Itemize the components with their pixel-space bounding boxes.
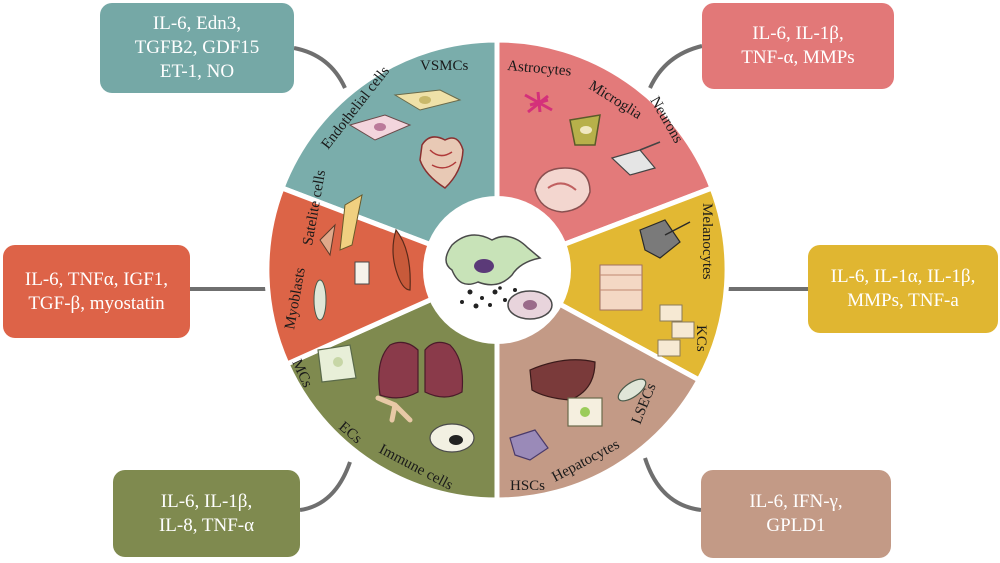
connector-lung [299,461,352,512]
melanocyte-icon [639,219,691,259]
factor-line: ET-1, NO [159,60,235,82]
connector-cardio [293,46,347,89]
factor-box-muscle: IL-6, TNFα, IGF1, TGF-β, myostatin [3,245,190,338]
keratinocyte-icon [657,304,695,357]
heart-icon [419,136,464,189]
microglia-icon [569,114,601,146]
factor-box-lung: IL-6, IL-1β, IL-8, TNF-α [113,470,300,557]
lsec-icon [617,378,647,402]
muscle-icon [392,228,411,291]
factor-line: TGFB2, GDF15 [134,37,260,59]
factor-line: GPLD1 [766,515,826,536]
brain-icon [534,167,591,213]
factor-line: IL-6, IL-1β, [160,490,253,512]
factor-box-skin: IL-6, IL-1α, IL-1β, MMPs, TNF-a [808,245,998,333]
endothelial-lung-icon [375,395,413,423]
immune-cell-icon [429,423,475,453]
neuron-icon [610,141,661,176]
hepatocyte-icon [567,397,603,427]
skin-icon [599,264,643,311]
factor-line: TGF-β, myostatin [28,292,165,314]
hsc-icon [509,429,549,461]
factor-box-liver: IL-6, IFN-γ, GPLD1 [701,470,891,558]
label-vsmcs: VSMCs [420,58,469,74]
label-kcs: KCs [693,325,709,352]
factor-line: TNF-α, MMPs [741,47,855,68]
factor-line: IL-6, TNFα, IGF1, [24,268,169,290]
lungs-icon [378,341,464,399]
label-astrocytes: Astrocytes [507,58,572,80]
factor-box-brain: IL-6, IL-1β, TNF-α, MMPs [702,3,894,89]
liver-icon [529,359,596,401]
segment-brain [494,37,716,274]
factor-line: IL-6, Edn3, [152,13,242,35]
endothelial-cell-icon [348,89,462,141]
label-hscs: HSCs [510,478,545,494]
connector-liver [643,457,702,512]
satellite-cell-icon [313,261,370,321]
connector-brain [648,44,703,89]
senescent-cell-icon [445,234,553,320]
factor-line: IL-6, IL-1α, IL-1β, [830,266,976,288]
astrocyte-icon [524,91,553,114]
factor-line: IL-6, IFN-γ, [749,491,843,513]
segment-liver [494,265,703,503]
connector-lines [190,44,808,512]
factor-line: MMPs, TNF-a [847,290,959,311]
label-melanocytes: Melanocytes [699,203,715,280]
factor-line: IL-8, TNF-α [158,514,255,536]
mast-cell-icon [317,344,357,383]
segment-muscle [264,184,504,368]
factor-line: IL-6, IL-1β, [752,23,844,45]
factor-box-cardio: IL-6, Edn3, TGFB2, GDF15 ET-1, NO [100,3,294,93]
myoblast-icon [319,194,363,257]
